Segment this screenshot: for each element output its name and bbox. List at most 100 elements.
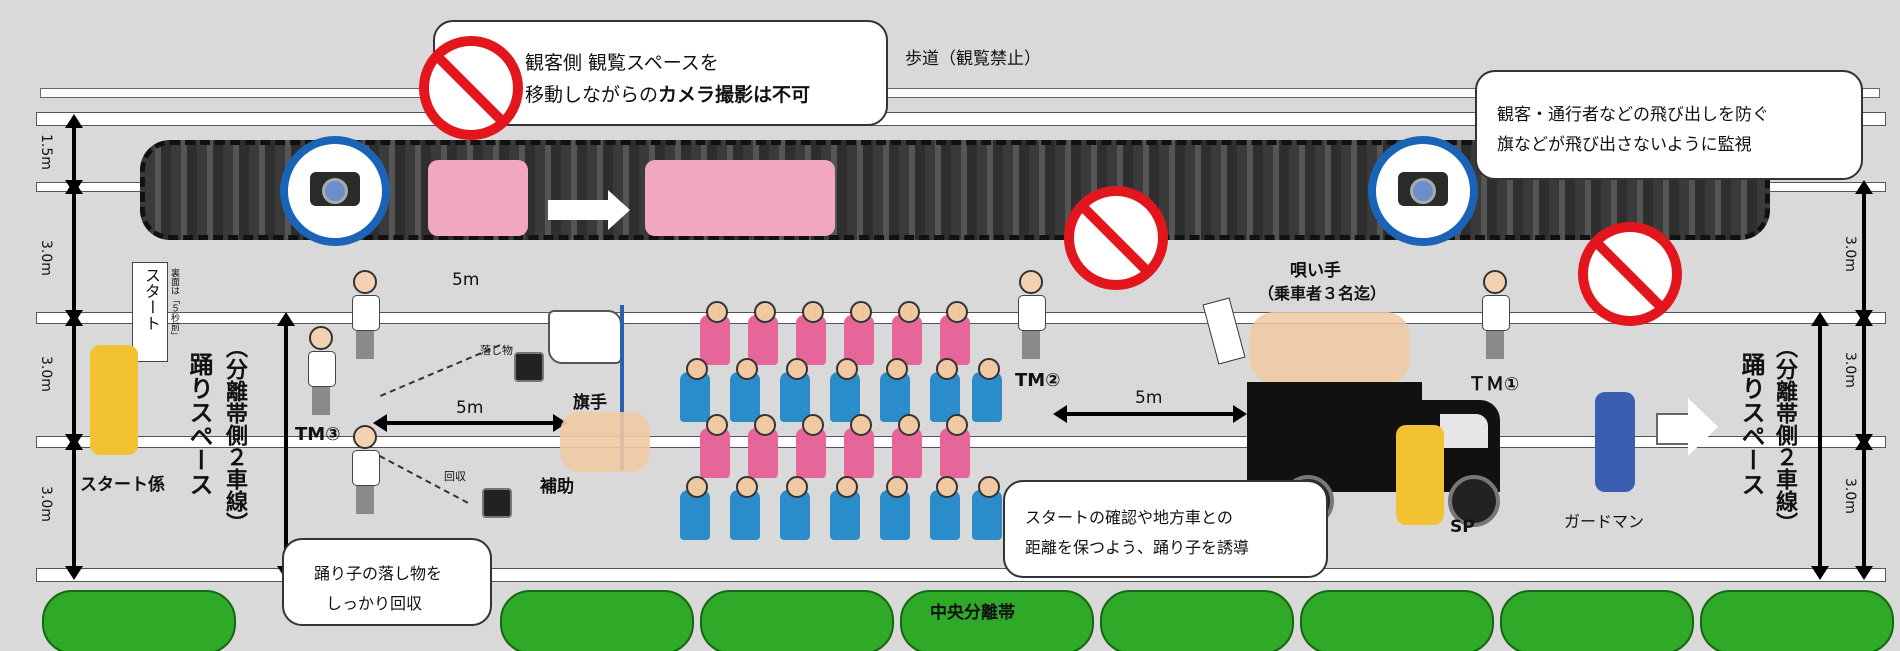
width-arrow-right-3	[1855, 436, 1873, 580]
sidewalk-label: 歩道（観覧禁止）	[905, 49, 1041, 69]
median-bush	[42, 590, 236, 651]
median-label: 中央分離帯	[930, 603, 1015, 623]
median-bush	[900, 590, 1094, 651]
lead-singer-banner	[1202, 297, 1246, 365]
dancer	[892, 301, 922, 365]
staff-figure	[352, 270, 380, 360]
width-arrow-1-5m	[65, 114, 83, 194]
sp-label: SP	[1450, 517, 1475, 537]
width-3m-right-1: 3.0m	[1842, 236, 1858, 272]
road-line-median	[36, 568, 1886, 582]
watch-rule-line1: 観客・通行者などの飛び出しを防ぐ	[1497, 105, 1769, 125]
collect-rule-line1: 踊り子の落し物を	[314, 564, 443, 583]
dancer	[730, 476, 760, 540]
width-arrow-3m-1	[65, 180, 83, 324]
dancer	[748, 301, 778, 365]
lead-singer-label: 唄い手	[1290, 261, 1341, 281]
dancer	[780, 476, 810, 540]
guide-rule-bubble: スタートの確認や地方車との 距離を保つよう、踊り子を誘導	[1003, 480, 1328, 578]
dance-space-arrow-right	[1811, 312, 1829, 580]
dancer	[680, 476, 710, 540]
dropped-item-icon	[514, 352, 544, 382]
width-3m-left-1: 3.0m	[38, 240, 54, 276]
tm1-figure	[1482, 270, 1510, 360]
width-arrow-3m-3	[65, 436, 83, 580]
camera-rule-line1: 観客側 観覧スペースを	[525, 52, 719, 74]
collect-rule-line2: しっかり回収	[326, 594, 423, 613]
distance-5m-b-label: 5m	[1135, 388, 1163, 408]
camera-rule-line2: 移動しながらのカメラ撮影は不可	[525, 80, 810, 107]
moving-arrow-icon	[548, 190, 630, 230]
guide-rule-line1: スタートの確認や地方車との	[1025, 508, 1233, 527]
no-camera-icon	[1578, 222, 1682, 326]
flag-icon	[548, 310, 622, 364]
dancer	[830, 476, 860, 540]
guardman-figure	[1595, 392, 1635, 492]
collected-item-icon	[482, 488, 512, 518]
width-3m-left-3: 3.0m	[38, 486, 54, 522]
start-sign-label: スタート	[142, 267, 161, 331]
flag-pole	[620, 305, 624, 470]
start-sign: スタート	[132, 262, 168, 362]
dance-space-note-right: （分離帯側２車線）	[1772, 336, 1797, 534]
moving-photographer-after	[645, 160, 835, 236]
camera-rule-line2-bold: カメラ撮影は不可	[658, 84, 811, 106]
tm3-figure	[308, 326, 336, 416]
lead-singers-figures	[1250, 312, 1410, 384]
distance-arrow-5m-b	[1053, 405, 1247, 423]
moving-photographer-before	[428, 160, 528, 236]
dance-space-arrow-left	[277, 312, 295, 580]
dance-space-note-left: （分離帯側２車線）	[222, 336, 247, 534]
dance-space-label-right: 踊りスペース	[1737, 352, 1765, 496]
assist-children	[560, 412, 650, 472]
median-bush	[700, 590, 894, 651]
width-3m-right-3: 3.0m	[1842, 478, 1858, 514]
guardman-label: ガードマン	[1564, 512, 1645, 531]
dancer	[880, 358, 910, 422]
video-camera-icon	[280, 136, 390, 246]
tm1-label: ＴＭ①	[1468, 374, 1520, 395]
start-staff-figure	[90, 345, 138, 455]
flag-bearer-label: 旗手	[573, 393, 607, 413]
dancer	[940, 414, 970, 478]
collect-rule-bubble: 踊り子の落し物を しっかり回収	[282, 538, 492, 626]
distance-5m-top: 5m	[452, 270, 480, 290]
collect-label: 回収	[444, 470, 466, 483]
camera-rule-line2-normal: 移動しながらの	[525, 84, 659, 106]
dropped-item-label: 落し物	[480, 344, 513, 357]
median-bush	[1100, 590, 1294, 651]
width-1-5m-label: 1.5m	[38, 134, 54, 170]
video-camera-icon	[1368, 136, 1478, 246]
start-sign-note: 裏面は「５秒前」	[169, 268, 179, 340]
sp-figure	[1396, 425, 1444, 525]
tm3-label: TM③	[295, 424, 341, 445]
width-arrow-3m-2	[65, 312, 83, 448]
truck-wheel	[1448, 475, 1500, 527]
dancer	[892, 414, 922, 478]
dancer	[780, 358, 810, 422]
guide-rule-line2: 距離を保つよう、踊り子を誘導	[1025, 538, 1250, 557]
dancer	[972, 358, 1002, 422]
dancer	[796, 414, 826, 478]
width-3m-left-2: 3.0m	[38, 356, 54, 392]
dancer	[844, 301, 874, 365]
dance-space-label-left: 踊りスペース	[185, 352, 213, 496]
distance-arrow-5m-a	[373, 414, 567, 432]
median-bush	[1300, 590, 1494, 651]
dancer	[796, 301, 826, 365]
dancer	[880, 476, 910, 540]
collector-figure	[352, 425, 380, 515]
dancer	[730, 358, 760, 422]
tm2-label: TM②	[1015, 370, 1061, 391]
width-arrow-right-1	[1855, 180, 1873, 324]
dancer	[930, 358, 960, 422]
sidewalk-curb	[40, 88, 1880, 98]
width-3m-right-2: 3.0m	[1842, 352, 1858, 388]
median-bush	[1700, 590, 1894, 651]
watch-rule-line2: 旗などが飛び出さないように監視	[1497, 135, 1752, 155]
dancer	[844, 414, 874, 478]
no-camera-icon	[419, 36, 523, 140]
watch-rule-bubble: 観客・通行者などの飛び出しを防ぐ 旗などが飛び出さないように監視	[1475, 70, 1863, 180]
lead-singer-note: （乗車者３名迄）	[1258, 284, 1387, 303]
